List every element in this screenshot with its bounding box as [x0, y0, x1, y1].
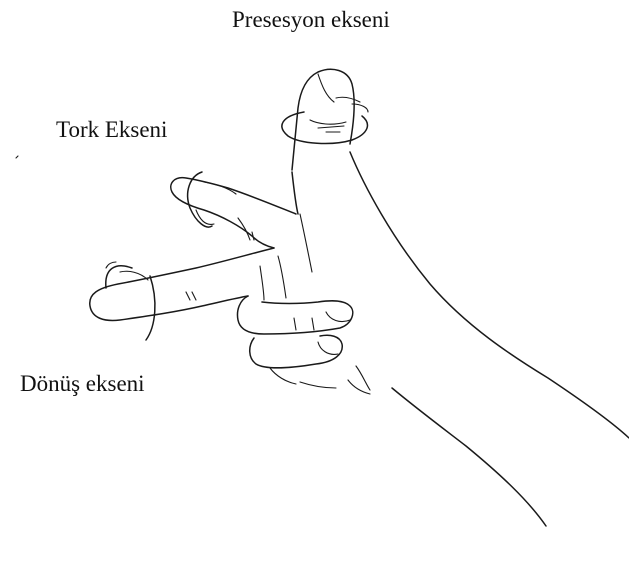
precession-axis-label: Presesyon ekseni: [232, 8, 390, 31]
rotation-axis-label: Dönüş ekseni: [20, 372, 145, 395]
ring-finger-drawing: [237, 296, 352, 334]
middle-finger-drawing: [90, 214, 312, 320]
little-finger-drawing: [250, 335, 343, 388]
index-finger-drawing: [171, 178, 296, 248]
stray-mark: [16, 156, 18, 158]
hand-outline: [292, 152, 629, 526]
torque-axis-label: Tork Ekseni: [56, 118, 167, 141]
rotation-axis-ring: [106, 262, 155, 340]
thumb-drawing: [292, 69, 360, 170]
